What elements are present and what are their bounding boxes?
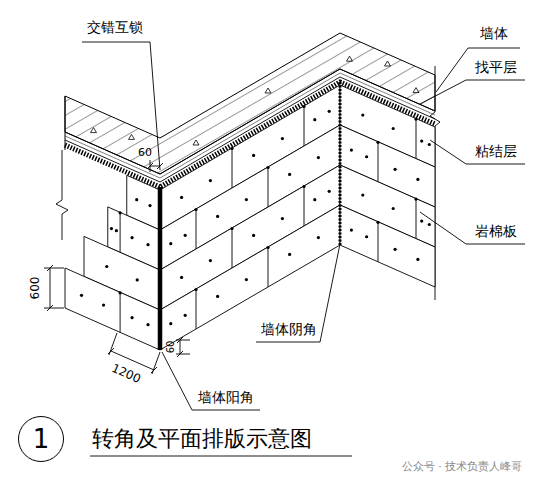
leader-line (90, 456, 352, 457)
leader-line (162, 352, 260, 410)
rock-wool-face (65, 175, 160, 350)
rock-wool-face (340, 85, 435, 287)
dimension: 60 (165, 341, 176, 354)
leader-line (436, 48, 520, 92)
part-label: 找平层 (475, 60, 517, 75)
part-label: 交错互锁 (87, 20, 143, 35)
concrete-mark (129, 134, 135, 139)
concrete-mark (385, 61, 391, 66)
dimension: 1200 (109, 362, 142, 386)
part-label: 墙体阴角 (261, 322, 317, 337)
part-label: 岩棉板 (475, 224, 517, 239)
concrete-mark (265, 88, 271, 93)
leader-line (82, 42, 160, 170)
concrete-mark (193, 140, 199, 145)
watermark: 公众号 · 技术负责人峰哥 (402, 461, 523, 473)
part-label: 粘结层 (475, 144, 517, 159)
dimension: 600 (29, 277, 42, 300)
part-label: 墙体 (480, 26, 508, 41)
leader-line (420, 80, 525, 104)
wall-end (65, 96, 66, 150)
leader-line (44, 265, 64, 311)
concrete-mark (347, 56, 353, 61)
dimension: 60 (138, 147, 152, 159)
leader-line (147, 160, 163, 172)
detail-number: 1 (33, 424, 50, 454)
break-line (56, 150, 68, 240)
leader-line (176, 337, 190, 357)
detail-index-circle: 1 (18, 416, 64, 462)
leader-line (420, 212, 525, 244)
drawing-title: 转角及平面排版示意图 (92, 427, 312, 451)
leader-line (430, 140, 525, 164)
inner-corner (339, 82, 342, 245)
concrete-mark (413, 88, 419, 93)
rock-wool-face (160, 85, 340, 350)
outer-corner (158, 187, 163, 350)
leader-line (256, 244, 340, 342)
part-label: 墙体阳角 (198, 390, 254, 405)
concrete-mark (91, 128, 97, 133)
